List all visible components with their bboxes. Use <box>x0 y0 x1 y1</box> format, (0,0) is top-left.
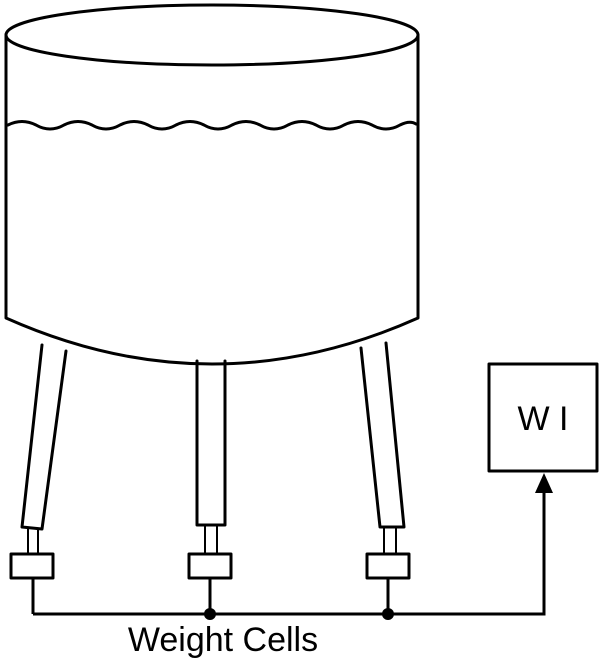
weight-indicator: W I <box>487 362 599 473</box>
liquid-surface <box>6 120 418 131</box>
leg-right <box>359 341 406 529</box>
tank <box>4 3 420 366</box>
weight-indicator-box <box>487 362 599 473</box>
leg-center <box>195 359 227 527</box>
weight-cell-right <box>365 527 411 614</box>
weight-cell-center <box>187 525 233 614</box>
arrow-head-icon <box>535 473 553 493</box>
summing-bus <box>33 492 546 616</box>
weight-cells <box>9 525 411 614</box>
weight-indicator-label: W I <box>518 400 569 438</box>
weight-cell-left <box>9 529 55 614</box>
leg-left <box>20 343 68 531</box>
weight-cells-caption: Weight Cells <box>128 621 318 659</box>
signal-wiring <box>33 473 553 620</box>
junction-dot-right <box>382 608 394 620</box>
junction-dot-center <box>204 608 216 620</box>
tank-legs <box>20 341 406 531</box>
tank-body <box>4 33 420 366</box>
tank-top <box>4 3 420 67</box>
